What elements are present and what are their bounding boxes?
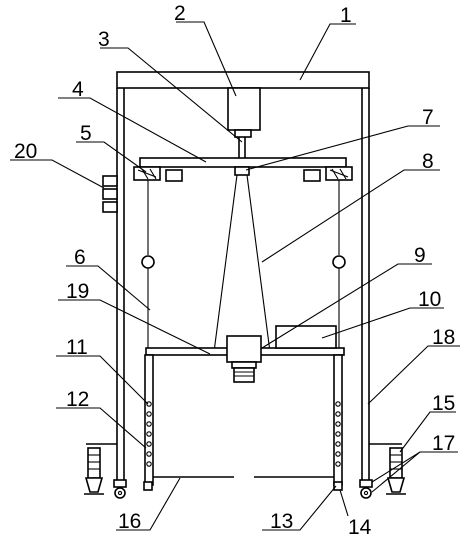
right-post bbox=[361, 88, 370, 480]
label-18: 18 bbox=[432, 326, 455, 349]
left-cable bbox=[141, 180, 155, 348]
label-16: 16 bbox=[118, 510, 141, 533]
laser-beam bbox=[213, 174, 271, 353]
left-foot bbox=[84, 443, 127, 499]
label-13: 13 bbox=[270, 510, 293, 533]
label-17: 17 bbox=[432, 432, 455, 455]
camera bbox=[226, 335, 262, 383]
label-1: 1 bbox=[340, 4, 352, 27]
left-post bbox=[116, 88, 125, 480]
left-rail bbox=[144, 354, 154, 486]
label-15: 15 bbox=[432, 392, 455, 415]
control-buttons bbox=[102, 175, 118, 213]
control-box bbox=[275, 325, 337, 349]
label-14: 14 bbox=[348, 516, 372, 539]
label-7: 7 bbox=[422, 106, 434, 129]
label-2: 2 bbox=[174, 2, 186, 25]
right-cable bbox=[332, 180, 346, 348]
label-3: 3 bbox=[98, 28, 110, 51]
label-12: 12 bbox=[66, 388, 89, 411]
label-8: 8 bbox=[422, 150, 434, 173]
right-rail bbox=[333, 354, 343, 486]
label-9: 9 bbox=[414, 244, 426, 267]
right-tray bbox=[254, 476, 343, 491]
label-11: 11 bbox=[66, 336, 88, 359]
right-foot bbox=[359, 443, 406, 499]
shaft bbox=[238, 137, 246, 158]
label-10: 10 bbox=[418, 288, 441, 311]
left-tray bbox=[143, 476, 234, 491]
label-5: 5 bbox=[80, 122, 92, 145]
leader-lines bbox=[10, 21, 460, 531]
label-4: 4 bbox=[72, 78, 84, 101]
left-clamp bbox=[133, 166, 183, 182]
top-beam bbox=[116, 71, 370, 89]
crossbar bbox=[139, 157, 347, 168]
right-clamp bbox=[303, 166, 353, 182]
sensor-head bbox=[234, 166, 250, 176]
motor bbox=[227, 87, 261, 138]
label-6: 6 bbox=[74, 246, 86, 269]
label-20: 20 bbox=[14, 140, 37, 163]
label-19: 19 bbox=[66, 280, 89, 303]
